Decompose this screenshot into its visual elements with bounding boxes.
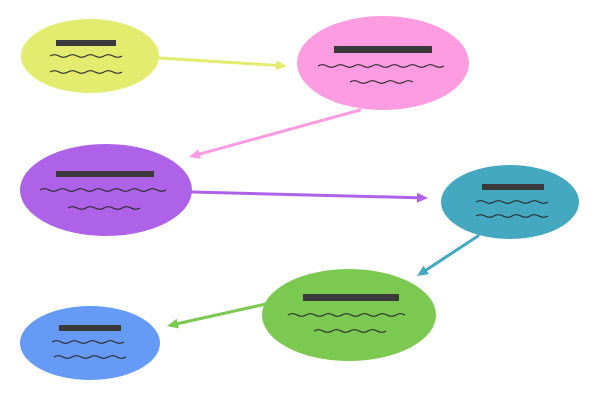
node-text-placeholder [287,313,406,317]
edge-n1-to-n2 [157,56,287,71]
node-title-placeholder [303,294,399,301]
node-ellipse [20,144,192,236]
edge-line [424,234,480,272]
node-n4 [441,165,579,239]
node-text-placeholder [475,214,549,218]
edge-n3-to-n4 [190,190,428,203]
node-ellipse [262,269,436,361]
node-title-placeholder [482,184,544,190]
edge-n4-to-n5 [417,234,480,276]
node-text-placeholder [67,206,141,210]
node-title-placeholder [59,325,121,331]
arrowhead-icon [167,318,179,329]
node-n5 [262,269,436,361]
arrowhead-icon [189,149,201,159]
node-text-placeholder [475,200,549,204]
node-ellipse [441,165,579,239]
node-text-placeholder [53,355,127,359]
node-ellipse [21,19,159,93]
node-ellipse [20,306,160,380]
edge-n5-to-n6 [167,302,268,329]
node-ellipse [297,16,469,110]
edge-line [198,108,362,156]
node-text-placeholder [49,70,123,74]
node-n3 [20,144,192,236]
node-text-placeholder [49,54,123,58]
arrowhead-icon [417,265,429,276]
edge-n2-to-n3 [189,108,362,159]
nodes-layer [20,16,579,380]
node-title-placeholder [334,46,432,53]
node-text-placeholder [39,188,167,192]
edge-line [176,302,268,326]
node-title-placeholder [56,40,116,46]
node-n2 [297,16,469,110]
node-title-placeholder [56,171,154,177]
node-n6 [20,306,160,380]
node-text-placeholder [317,64,445,68]
edge-line [157,56,278,67]
arrowhead-icon [416,192,428,203]
node-n1 [21,19,159,93]
edges-layer [157,56,480,329]
edge-line [190,190,419,200]
node-text-placeholder [349,80,414,84]
node-text-placeholder [51,340,125,344]
node-text-placeholder [313,329,387,333]
arrowhead-icon [275,60,287,71]
